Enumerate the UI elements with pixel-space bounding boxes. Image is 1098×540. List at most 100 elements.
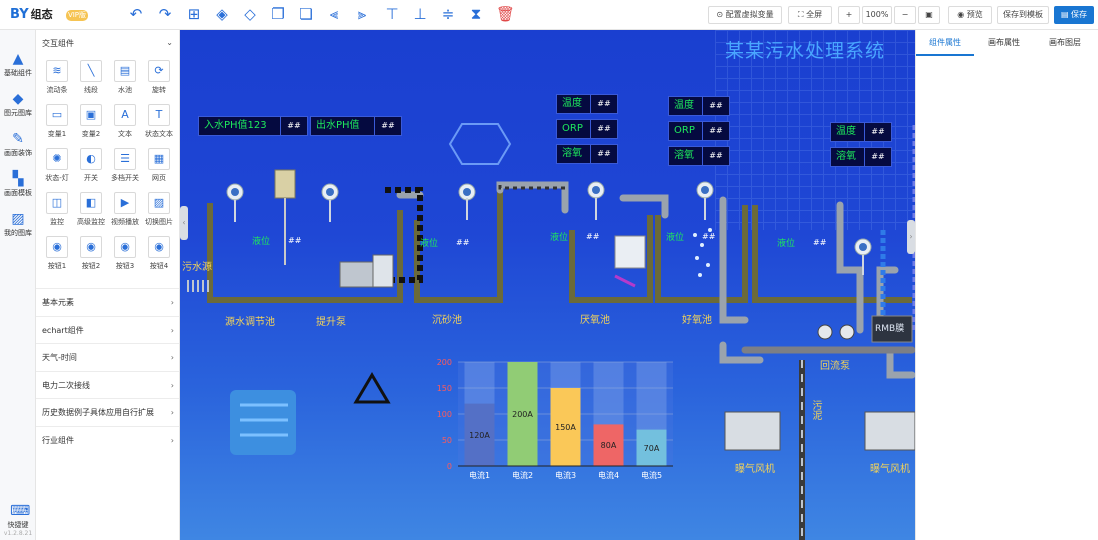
category-item[interactable]: 天气-时间› [36, 343, 179, 370]
chevron-down-icon[interactable]: ⌄ [166, 38, 173, 47]
fit-screen-button[interactable]: ▣ [918, 6, 940, 24]
redo-icon[interactable]: ↷ [158, 5, 172, 23]
component-item[interactable]: ◧高级监控 [74, 192, 108, 232]
component-item[interactable]: ▤水池 [108, 60, 142, 100]
tank-label-regulating[interactable]: 源水调节池 [225, 317, 275, 328]
rail-basic-components[interactable]: ▲ 基础组件 [4, 51, 32, 77]
category-item[interactable]: 电力二次接线› [36, 370, 179, 398]
tab-canvas-layers[interactable]: 画布图层 [1049, 38, 1081, 47]
tank-label-lift-pump[interactable]: 提升泵 [316, 317, 346, 328]
component-item[interactable]: ◉按钮4 [142, 236, 176, 276]
rail-decoration[interactable]: ✎ 画面装饰 [4, 131, 32, 157]
preview-button[interactable]: ◉ 预览 [948, 6, 992, 24]
system-title[interactable]: 某某污水处理系统 [725, 40, 886, 62]
level-label[interactable]: 液位 [252, 237, 271, 247]
config-variable-button[interactable]: ⊙ 配置虚拟变量 [708, 6, 782, 24]
left-collapse-handle[interactable]: ‹ [180, 206, 188, 240]
rail-element-library[interactable]: ◆ 图元图库 [4, 91, 32, 117]
level-label[interactable]: 液位 [550, 233, 569, 243]
tab-canvas-props[interactable]: 画布属性 [988, 38, 1020, 47]
level-label[interactable]: 液位 [777, 239, 796, 249]
align-top-icon[interactable]: ⊤ [385, 5, 399, 23]
component-item[interactable]: ⟳旋转 [142, 60, 176, 100]
component-item[interactable]: ▦网页 [142, 148, 176, 188]
category-item[interactable]: 历史数据例子具体应用自行扩展› [36, 398, 179, 425]
sensor-orp-2[interactable]: ORP [668, 121, 704, 141]
component-label: 状态-灯 [45, 174, 69, 182]
bring-front-icon[interactable]: ❐ [271, 5, 285, 23]
level-label[interactable]: 液位 [420, 239, 439, 249]
chevron-right-icon: › [170, 408, 174, 417]
zoom-in-button[interactable]: + [838, 6, 860, 24]
category-item[interactable]: 基本元素› [36, 288, 179, 315]
component-label: 旋转 [152, 86, 166, 94]
blower-label-1[interactable]: 曝气风机 [735, 464, 775, 475]
align-left-icon[interactable]: ⫷ [329, 5, 339, 23]
pipe-segment [886, 346, 915, 379]
component-item[interactable]: ≋流动条 [40, 60, 74, 100]
pipe-segment [876, 266, 899, 334]
rmb-label[interactable]: RMB膜 [875, 324, 905, 334]
sensor-orp-1[interactable]: ORP [556, 119, 592, 139]
sensor-oxygen-2[interactable]: 溶氧 [668, 146, 704, 166]
component-item[interactable]: ◐开关 [74, 148, 108, 188]
align-middle-icon[interactable]: ≑ [441, 5, 455, 23]
panel-header[interactable]: 交互组件 [42, 39, 74, 48]
sensor-temp-1[interactable]: 温度 [556, 94, 592, 114]
component-item[interactable]: ▭变量1 [40, 104, 74, 144]
save-button[interactable]: ▤ 保存 [1054, 6, 1094, 24]
category-item[interactable]: echart组件› [36, 315, 179, 343]
component-item[interactable]: ☰多档开关 [108, 148, 142, 188]
tank-label-anaerobic[interactable]: 厌氧池 [580, 315, 610, 326]
category-item[interactable]: 行业组件› [36, 425, 179, 453]
rail-shortcuts[interactable]: ⌨ 快捷键 v1.2.8.21 [0, 500, 36, 540]
add-layer-icon[interactable]: ⊞ [187, 5, 201, 23]
align-right-icon[interactable]: ⫸ [357, 5, 367, 23]
component-item[interactable]: ▨切换图片 [142, 192, 176, 232]
source-label[interactable]: 污水源 [182, 262, 212, 273]
blower-label-2[interactable]: 曝气风机 [870, 464, 910, 475]
component-item[interactable]: ▶视频播放 [108, 192, 142, 232]
return-pump-label[interactable]: 回流泵 [820, 361, 850, 372]
component-item[interactable]: ✺状态-灯 [40, 148, 74, 188]
send-back-icon[interactable]: ❏ [299, 5, 313, 23]
version-text: v1.2.8.21 [3, 530, 33, 537]
sensor-temp-3[interactable]: 温度 [830, 122, 866, 142]
bar-data-label: 200A [512, 410, 533, 419]
component-label: 按钮2 [81, 262, 101, 270]
zoom-out-button[interactable]: − [894, 6, 916, 24]
sludge-label[interactable]: 污泥 [810, 400, 821, 420]
save-template-button[interactable]: 保存到模板 [997, 6, 1049, 24]
design-canvas[interactable]: 某某污水处理系统 [180, 30, 915, 540]
fullscreen-button[interactable]: ⛶ 全屏 [788, 6, 832, 24]
align-bottom-icon[interactable]: ⊥ [413, 5, 427, 23]
delete-icon[interactable]: 🗑 [496, 5, 516, 23]
component-item[interactable]: ◉按钮2 [74, 236, 108, 276]
component-icon: ◐ [80, 148, 102, 170]
ph-in-label[interactable]: 入水PH值123 [198, 116, 282, 136]
tank-label-aerobic[interactable]: 好氧池 [682, 315, 712, 326]
layer-down-icon[interactable]: ◇ [244, 5, 256, 23]
undo-icon[interactable]: ↶ [129, 5, 143, 23]
component-item[interactable]: ◉按钮3 [108, 236, 142, 276]
sensor-oxygen-3[interactable]: 溶氧 [830, 147, 866, 167]
layer-up-icon[interactable]: ◈ [216, 5, 228, 23]
ph-out-label[interactable]: 出水PH值 [310, 116, 376, 136]
sensor-temp-2[interactable]: 温度 [668, 96, 704, 116]
component-item[interactable]: ▣变量2 [74, 104, 108, 144]
right-collapse-handle[interactable]: › [907, 220, 915, 254]
level-label[interactable]: 液位 [666, 233, 685, 243]
component-item[interactable]: ╲线段 [74, 60, 108, 100]
align-center-icon[interactable]: ⧗ [470, 5, 482, 23]
recycle-symbol [353, 372, 391, 404]
component-item[interactable]: ◫监控 [40, 192, 74, 232]
component-item[interactable]: ◉按钮1 [40, 236, 74, 276]
keyboard-icon: ⌨ [10, 503, 31, 519]
rail-my-library[interactable]: ▨ 我的图库 [4, 211, 32, 237]
tank-label-grit[interactable]: 沉砂池 [432, 315, 462, 326]
tab-component-props[interactable]: 组件属性 [916, 30, 974, 56]
rail-templates[interactable]: ▚ 画面模板 [4, 171, 32, 197]
sensor-oxygen-1[interactable]: 溶氧 [556, 144, 592, 164]
